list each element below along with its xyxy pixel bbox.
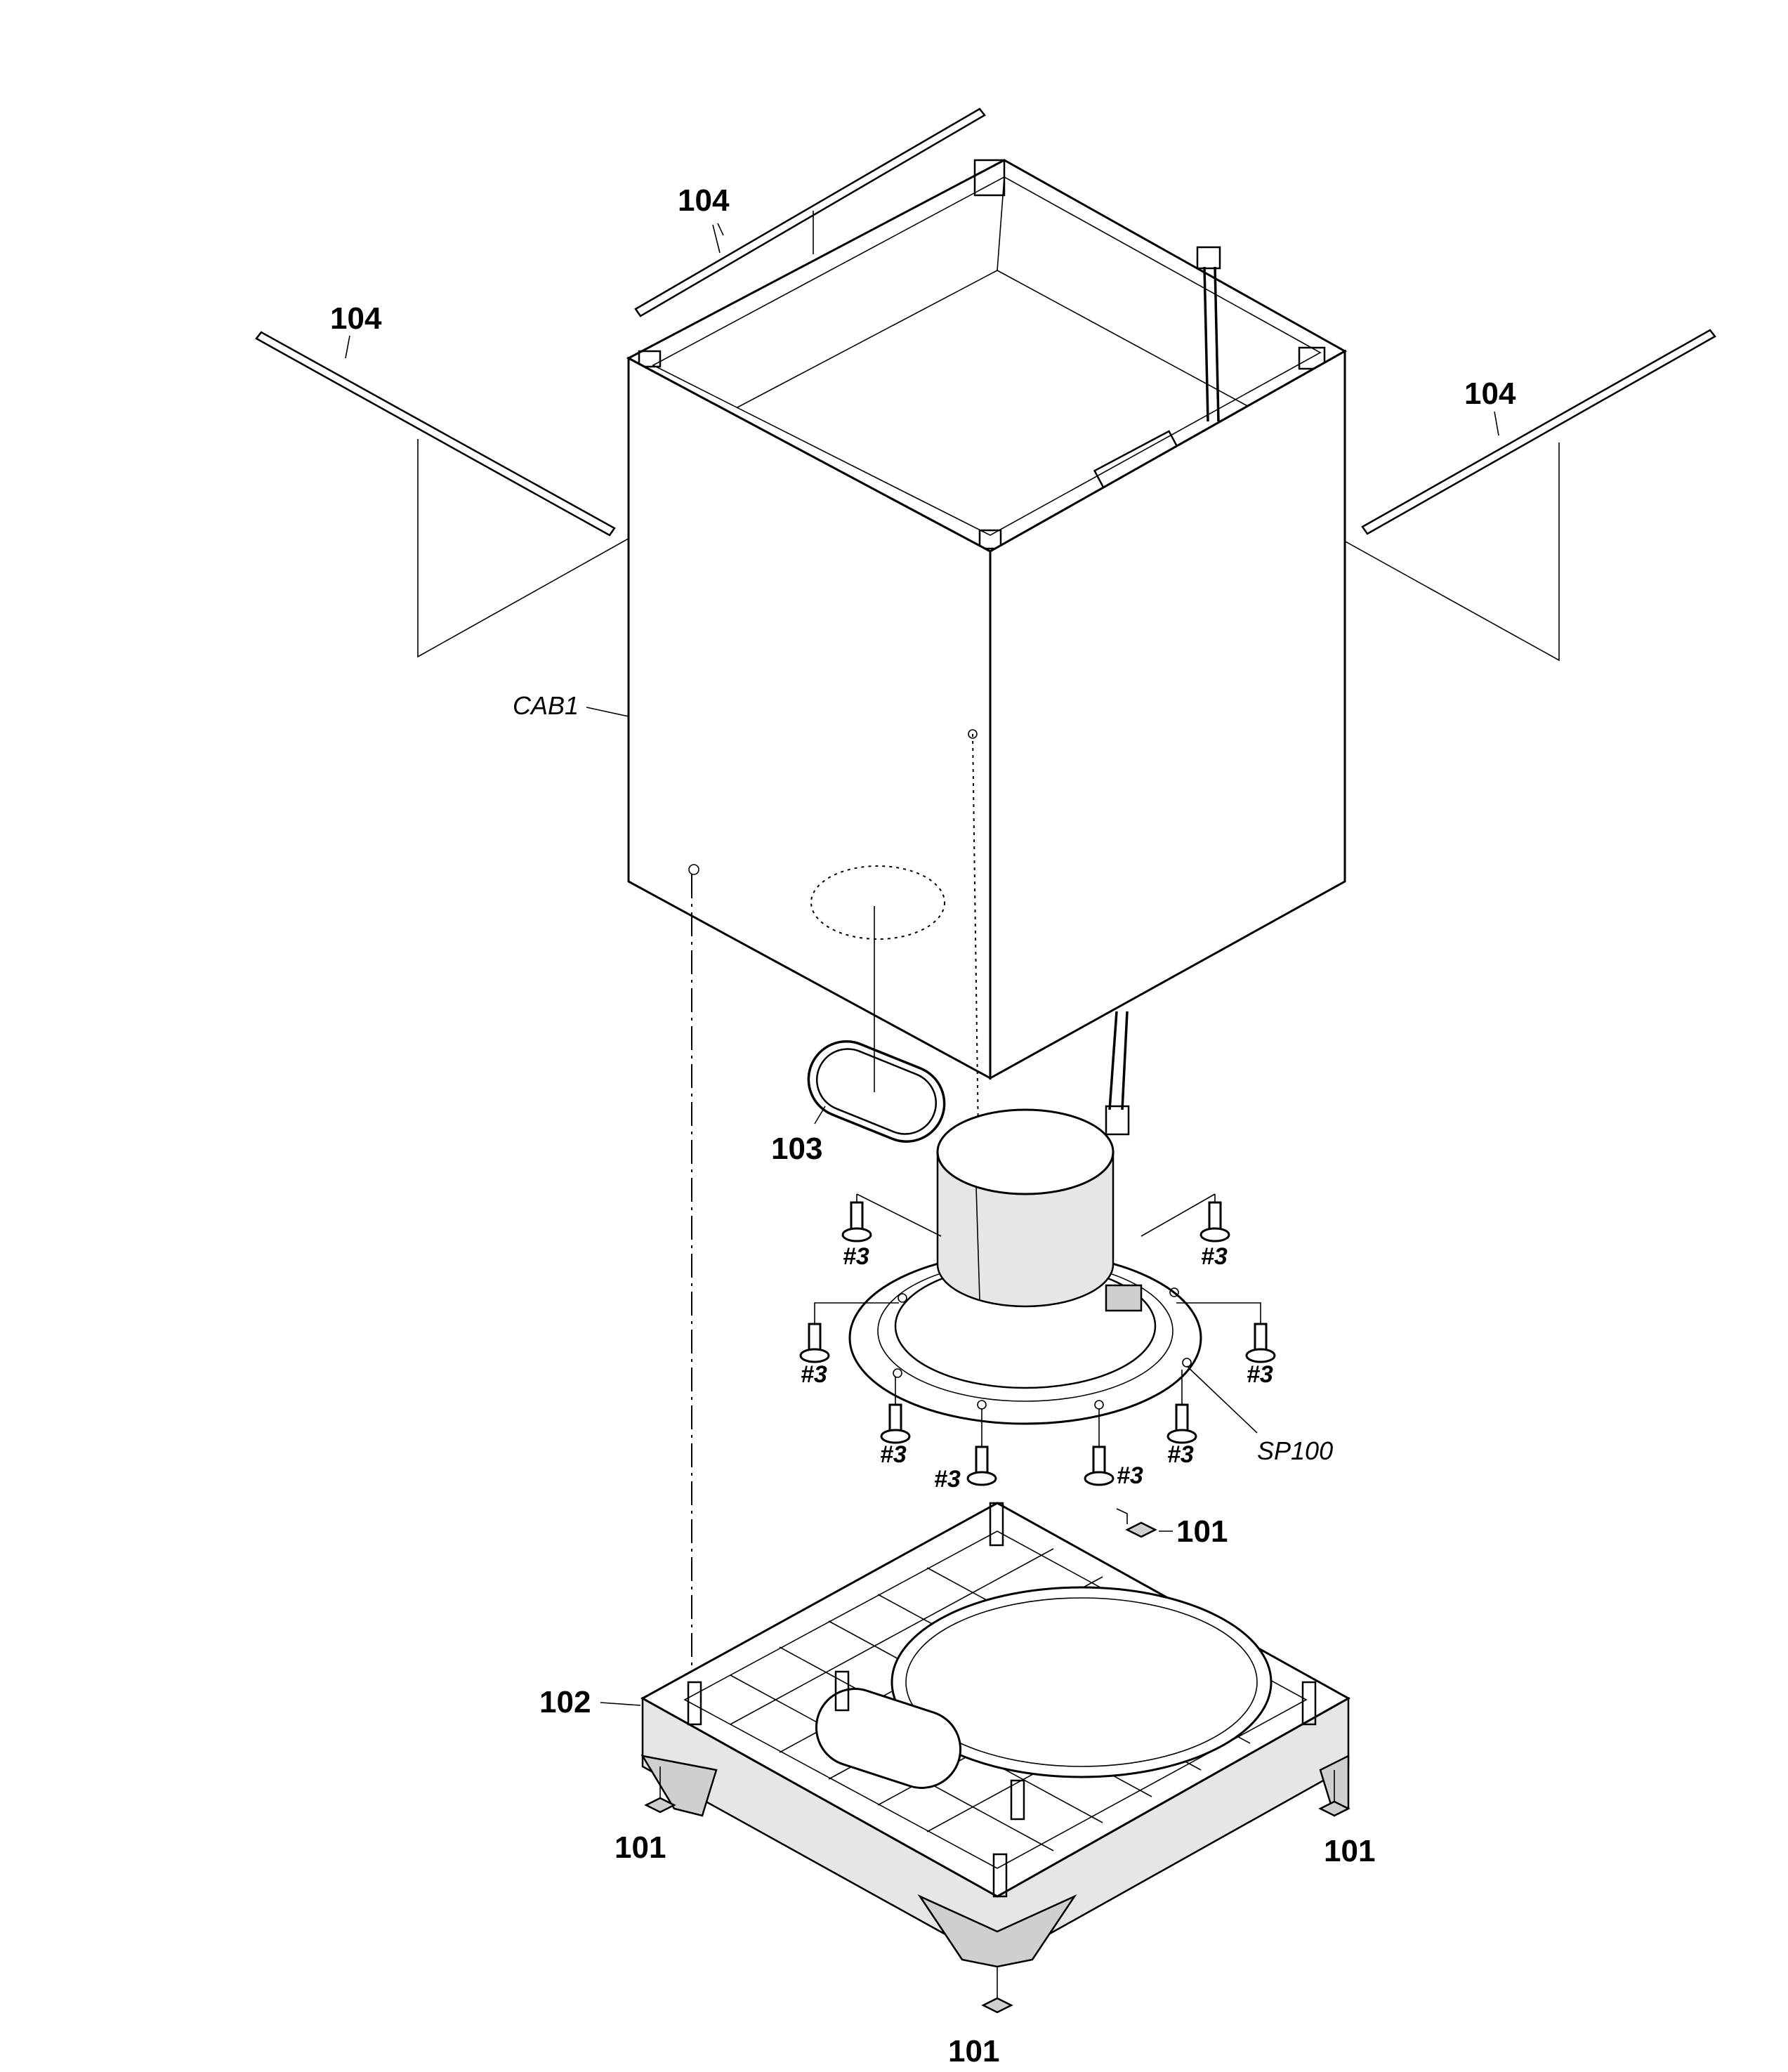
- foot-left: [644, 1766, 676, 1814]
- label-foot-left: 101: [614, 1830, 666, 1865]
- label-cabinet: CAB1: [513, 691, 579, 720]
- base-stand: [640, 1502, 1351, 1968]
- foot-top-right: [1116, 1508, 1173, 1538]
- label-screw-5: #3: [880, 1441, 907, 1468]
- label-strip-top: 104: [678, 183, 730, 218]
- trim-strip-top: [634, 107, 986, 317]
- screw-2: [1140, 1193, 1230, 1242]
- speaker-leader: [1186, 1365, 1258, 1434]
- cabinet-leader: [586, 707, 629, 717]
- gasket: [807, 1040, 946, 1143]
- cabinet: [626, 159, 1348, 1237]
- screw-8: [1084, 1408, 1115, 1486]
- screw-4: [1176, 1302, 1276, 1363]
- label-base: 102: [539, 1685, 591, 1719]
- label-gasket: 103: [771, 1132, 822, 1166]
- strip-left-leader: [345, 335, 350, 359]
- label-foot-top-right: 101: [1176, 1514, 1228, 1549]
- gasket-leader: [814, 1106, 826, 1124]
- base-leader: [600, 1702, 641, 1706]
- label-strip-right: 104: [1464, 376, 1516, 411]
- label-screw-1: #3: [843, 1243, 869, 1270]
- label-screw-7: #3: [934, 1466, 961, 1493]
- label-screw-8: #3: [1117, 1462, 1143, 1489]
- label-screw-4: #3: [1247, 1361, 1273, 1388]
- label-strip-left: 104: [330, 301, 382, 336]
- label-screw-2: #3: [1201, 1243, 1228, 1270]
- label-speaker: SP100: [1257, 1436, 1333, 1465]
- foot-right: [1318, 1770, 1350, 1817]
- screw-6: [1166, 1370, 1197, 1444]
- speaker-unit: [848, 1011, 1202, 1425]
- strip-right-leader: [1494, 411, 1499, 436]
- screw-7: [966, 1408, 997, 1486]
- label-screw-3: #3: [801, 1361, 827, 1388]
- foot-bottom: [981, 1967, 1013, 2014]
- screw-1: [841, 1193, 942, 1242]
- label-foot-right: 101: [1324, 1834, 1375, 1868]
- screw-5: [880, 1377, 911, 1444]
- label-foot-bottom: 101: [948, 2034, 999, 2068]
- screw-3: [799, 1302, 899, 1363]
- strip-top-leader: [712, 224, 721, 254]
- label-screw-6: #3: [1167, 1441, 1194, 1468]
- screws: [799, 1193, 1276, 1486]
